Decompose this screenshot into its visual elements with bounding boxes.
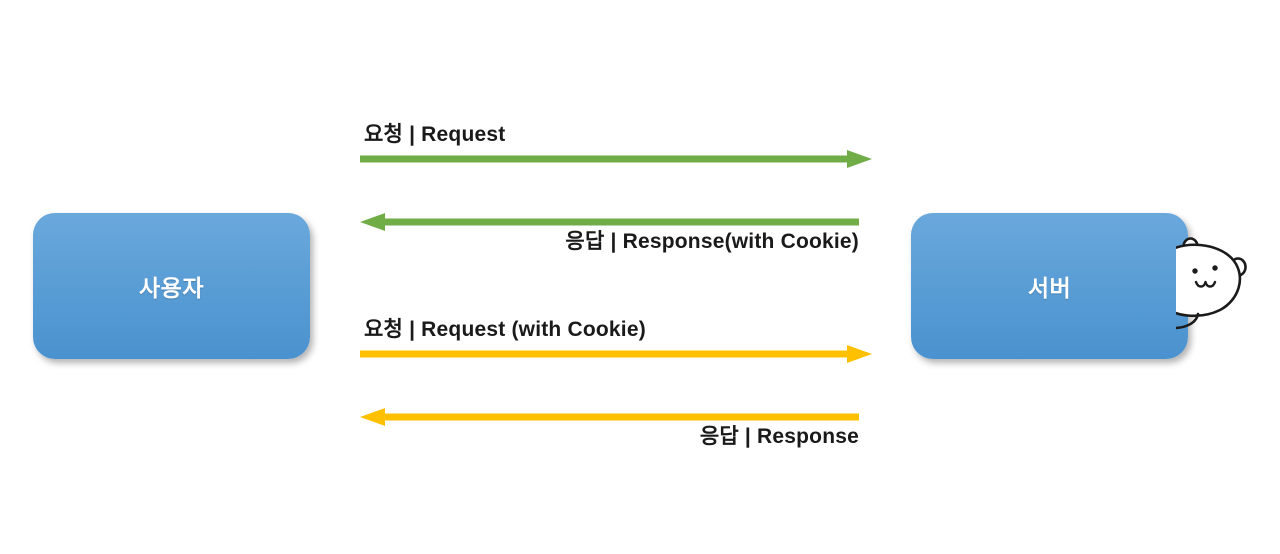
flow-label-request-with-cookie: 요청 | Request (with Cookie) — [364, 318, 646, 341]
flow-label-response: 응답 | Response — [699, 425, 859, 448]
flow-label-response-with-cookie: 응답 | Response(with Cookie) — [565, 230, 859, 253]
node-server-label: 서버 — [1027, 275, 1072, 301]
flow-arrow-response-with-cookie — [360, 211, 872, 233]
flow-label-request: 요청 | Request — [364, 123, 506, 146]
flow-arrow-request — [360, 148, 872, 170]
flow-arrow-request-with-cookie — [360, 343, 872, 365]
node-user[interactable]: 사용자 — [33, 213, 310, 359]
node-server[interactable]: 서버 — [911, 213, 1188, 359]
flow-arrow-response — [360, 406, 872, 428]
node-user-label: 사용자 — [139, 275, 204, 301]
